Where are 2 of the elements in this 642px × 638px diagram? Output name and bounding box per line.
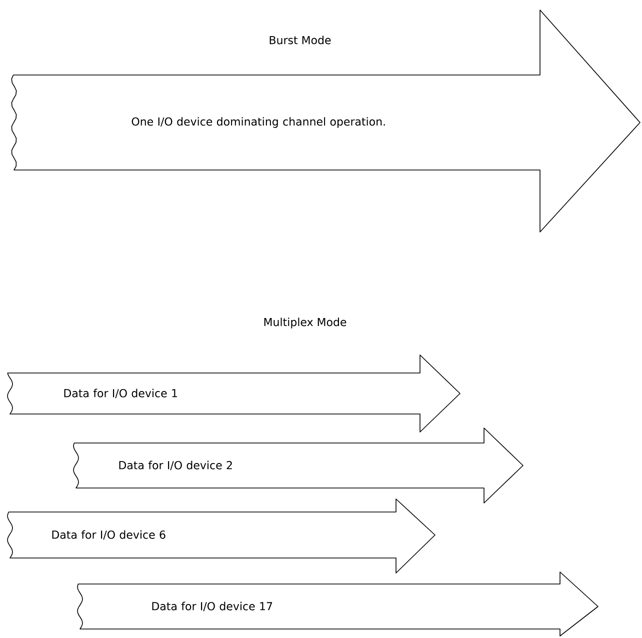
heading: Burst Mode bbox=[270, 36, 331, 44]
heading: Multiplex Mode bbox=[264, 318, 346, 328]
